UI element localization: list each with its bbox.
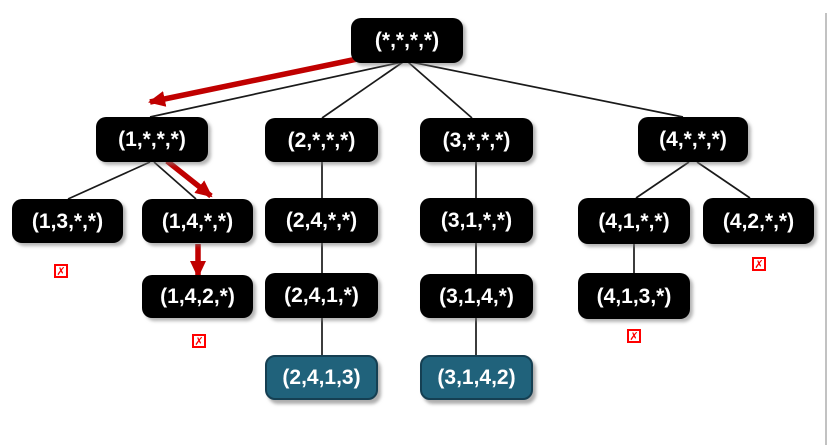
tree-node-label: (2,4,1,3): [282, 366, 361, 389]
tree-edge-2: [407, 61, 473, 119]
tree-node-41: (4,1,*,*): [578, 198, 690, 244]
tree-node-label: (4,2,*,*): [722, 209, 795, 233]
tree-node-2413: (2,4,1,3): [265, 355, 378, 400]
tree-node-1: (1,*,*,*): [96, 117, 208, 162]
tree-node-label: (3,1,4,*): [439, 284, 514, 308]
pruned-x-icon-142: ✗: [192, 334, 206, 348]
tree-edge-3: [410, 61, 684, 118]
traversal-arrow-1: [165, 158, 213, 199]
tree-node-label: (2,*,*,*): [287, 128, 356, 152]
slide-right-border: [825, 13, 827, 445]
tree-edge-1: [321, 61, 404, 119]
tree-node-label: (1,*,*,*): [118, 128, 186, 151]
tree-edge-12: [635, 161, 690, 199]
tree-node-24: (2,4,*,*): [265, 198, 378, 243]
tree-node-4: (4,*,*,*): [638, 117, 748, 162]
tree-node-label: (1,3,*,*): [31, 209, 104, 233]
tree-node-3142: (3,1,4,2): [420, 355, 533, 400]
tree-node-label: (1,4,*,*): [161, 209, 234, 233]
tree-node-142: (1,4,2,*): [142, 275, 253, 318]
pruned-x-icon-13: ✗: [54, 264, 68, 278]
tree-node-label: (1,4,2,*): [160, 285, 235, 308]
tree-node-413: (4,1,3,*): [578, 273, 690, 319]
tree-edge-4: [67, 161, 151, 200]
tree-node-label: (2,4,1,*): [284, 284, 359, 307]
tree-node-label: (4,1,*,*): [598, 209, 670, 233]
tree-edge-5: [153, 161, 197, 200]
tree-node-label: (3,1,4,2): [437, 366, 516, 389]
tree-node-13: (1,3,*,*): [12, 199, 123, 243]
tree-node-label: (3,1,*,*): [440, 209, 513, 232]
tree-node-root: (*,*,*,*): [351, 18, 463, 63]
tree-edge-0: [149, 61, 403, 118]
tree-node-14: (1,4,*,*): [142, 199, 253, 243]
pruned-x-icon-42: ✗: [752, 257, 766, 271]
tree-node-label: (3,*,*,*): [442, 128, 511, 152]
tree-node-2: (2,*,*,*): [265, 118, 378, 162]
tree-node-label: (4,1,3,*): [596, 284, 672, 308]
tree-node-31: (3,1,*,*): [420, 198, 533, 243]
tree-node-label: (4,*,*,*): [659, 128, 727, 151]
tree-node-314: (3,1,4,*): [420, 274, 533, 318]
tree-node-3: (3,*,*,*): [420, 118, 533, 162]
traversal-arrow-0: [148, 55, 363, 107]
tree-node-label: (*,*,*,*): [374, 29, 440, 52]
pruned-x-icon-413: ✗: [627, 329, 641, 343]
tree-node-241: (2,4,1,*): [265, 273, 378, 318]
tree-edge-13: [696, 161, 751, 199]
tree-node-42: (4,2,*,*): [703, 198, 814, 244]
tree-node-label: (2,4,*,*): [285, 209, 358, 232]
